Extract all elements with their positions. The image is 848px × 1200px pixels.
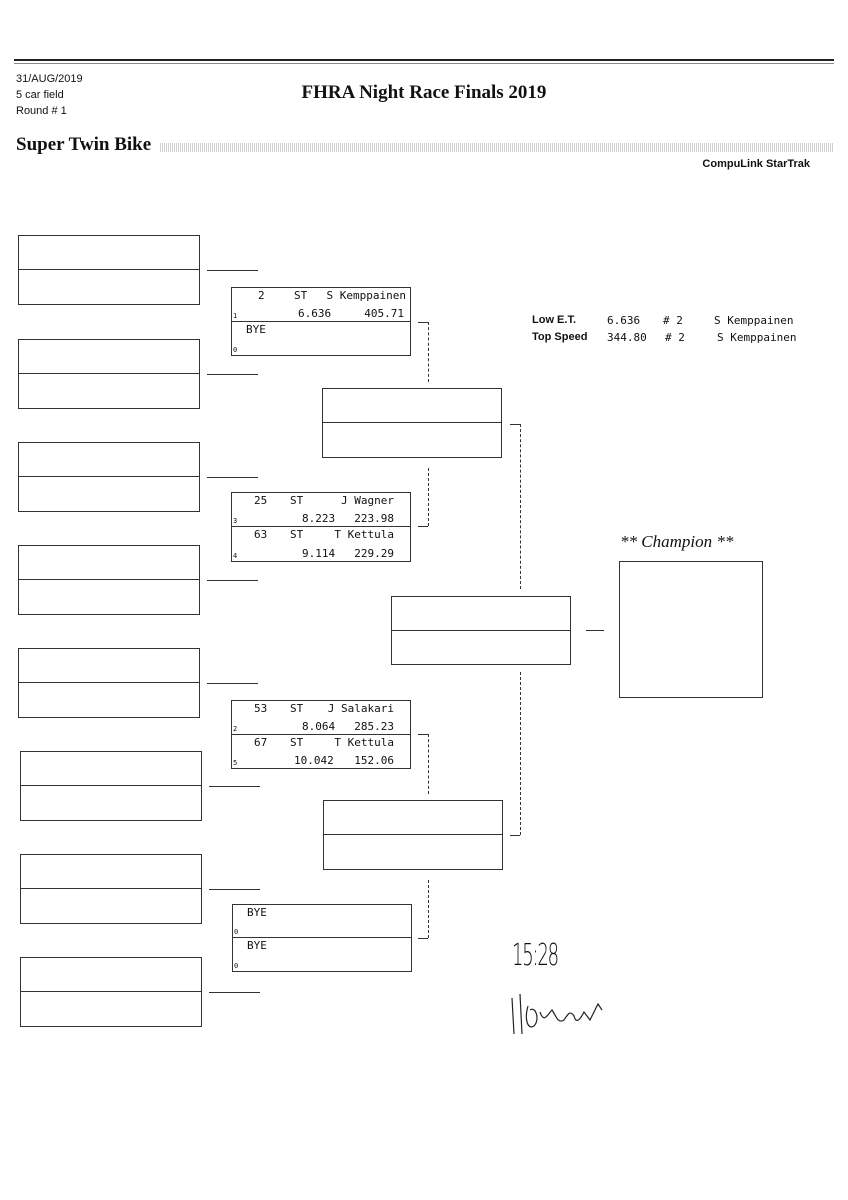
connector [510,424,520,425]
car-number: 67 [254,735,268,749]
connector [520,424,521,589]
elapsed-time: 6.636 [298,306,332,320]
racer-name: BYE [246,322,266,336]
class-name: Super Twin Bike [16,134,152,155]
dotted-leader [160,143,834,152]
header-rule [14,59,834,61]
class-code: ST [290,735,304,749]
seed: 5 [233,759,238,767]
top-speed-car: # 2 [665,331,685,344]
connector [428,322,429,382]
connector [418,734,428,735]
seed: 0 [233,346,238,354]
race-date: 31/AUG/2019 [16,73,83,85]
racer-name: J Salakari [327,702,394,715]
field-size: 5 car field [16,89,64,101]
class-code: ST [294,289,308,302]
speed: 405.71 [364,306,404,320]
empty-slot [20,854,202,924]
car-number: 53 [254,702,268,715]
class-code: ST [290,494,304,507]
connector [428,468,429,526]
car-number: 2 [258,289,265,302]
connector [510,835,520,836]
elapsed-time: 8.064 [302,719,336,733]
semifinal-slot-1 [322,388,502,458]
round-number: Round # 1 [16,105,67,117]
racer-name: BYE [247,939,267,952]
final-slot [391,596,571,665]
class-code: ST [290,528,304,541]
elapsed-time: 9.114 [302,547,336,560]
software-name: CompuLink StarTrak [702,158,810,170]
champion-label: ** Champion ** [620,532,734,551]
racer-name: BYE [247,906,267,919]
connector [209,992,260,993]
elapsed-time: 10.042 [294,754,334,767]
racer-name: S Kemppainen [326,289,406,302]
racer-name: J Wagner [341,494,394,507]
top-speed-value: 344.80 [607,331,647,344]
top-speed-label: Top Speed [532,331,588,343]
seed: 0 [234,928,239,936]
connector [207,683,258,684]
connector [520,672,521,835]
connector [207,270,258,271]
speed: 223.98 [354,512,394,525]
match-1: 2 ST S Kemppainen 1 6.636 405.71 BYE 0 [231,287,411,356]
connector [428,734,429,794]
semifinal-slot-2 [323,800,503,870]
handwritten-time: 15:28 [512,938,559,973]
empty-slot [18,339,200,409]
top-speed-name: S Kemppainen [717,331,797,344]
stats-panel: Low E.T. 6.636 # 2 S Kemppainen Top Spee… [532,314,812,346]
car-number: 63 [254,528,268,541]
connector [418,938,428,939]
connector [418,322,428,323]
connector [207,477,258,478]
seed: 4 [233,552,238,560]
seed: 3 [233,517,238,525]
low-et-car: # 2 [663,314,683,327]
handwritten-signature [511,993,603,1035]
low-et-label: Low E.T. [532,314,576,326]
connector [418,526,428,527]
empty-slot [18,442,200,512]
connector [209,889,260,890]
car-number: 25 [254,494,268,507]
empty-slot [18,648,200,718]
event-title: FHRA Night Race Finals 2019 [301,82,547,103]
speed: 229.29 [354,547,394,560]
empty-slot [20,751,202,821]
empty-slot [18,545,200,615]
low-et-name: S Kemppainen [714,314,794,327]
speed: 285.23 [354,719,394,733]
seed: 1 [233,311,238,320]
connector [586,630,604,631]
header-rule-thin [14,63,834,64]
match-4: BYE 0 BYE 0 [232,904,412,972]
seed: 0 [234,962,239,970]
connector [428,880,429,938]
seed: 2 [233,724,238,733]
empty-slot [18,235,200,305]
racer-name: T Kettula [334,528,394,541]
elapsed-time: 8.223 [302,512,336,525]
empty-slot [20,957,202,1027]
connector [207,580,258,581]
connector [207,374,258,375]
low-et-value: 6.636 [607,314,641,327]
connector [209,786,260,787]
racer-name: T Kettula [334,735,394,749]
champion-box [619,561,763,698]
class-code: ST [290,702,304,715]
speed: 152.06 [354,754,394,767]
